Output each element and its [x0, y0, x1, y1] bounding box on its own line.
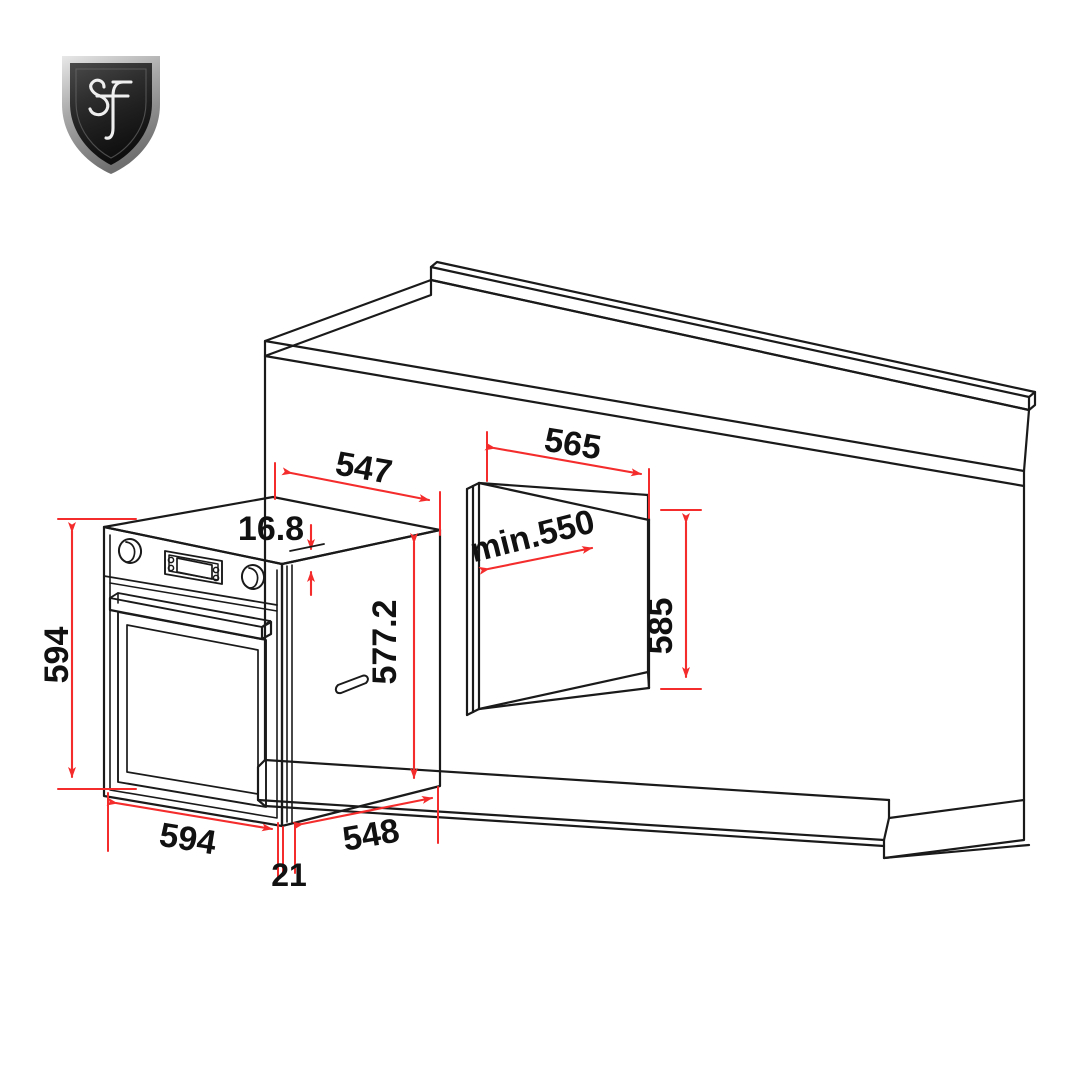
label-oven-body-height: 577.2: [366, 599, 404, 684]
label-oven-front-height: 594: [38, 627, 76, 684]
kitchen-cabinet: [256, 260, 1037, 860]
label-door-thickness: 21: [271, 857, 307, 893]
dim-top-gap: [289, 523, 325, 597]
display-buttons-right: [212, 566, 220, 582]
dimension-annotations: [57, 431, 702, 881]
cabinet-front-face: [263, 354, 891, 802]
dim-niche-width: [484, 431, 650, 519]
side-vent-slot: [334, 674, 369, 695]
display-buttons-left: [167, 556, 175, 572]
dim-oven-body-depth: [274, 462, 441, 536]
left-knob: [117, 538, 143, 564]
right-knob: [240, 564, 266, 590]
display-module: [164, 550, 223, 585]
display-screen: [176, 557, 213, 580]
shield-inner-bevel: [75, 68, 147, 159]
dim-niche-depth: [478, 546, 594, 575]
label-top-gap: 16.8: [238, 510, 304, 548]
control-panel-fascia: [103, 575, 278, 612]
ef-shield-logo: [62, 56, 160, 174]
label-niche-height: 585: [642, 598, 680, 655]
dim-oven-front-width: [106, 792, 279, 881]
dim-oven-front-height: [57, 518, 137, 790]
dim-oven-depth: [292, 786, 439, 844]
label-niche-width: 565: [542, 421, 604, 467]
dim-door-thickness: [282, 823, 296, 874]
oven-right-side-face: [280, 528, 442, 828]
shield-monogram: [88, 78, 133, 140]
label-oven-front-width: 594: [157, 816, 219, 862]
dim-niche-height: [660, 509, 702, 690]
